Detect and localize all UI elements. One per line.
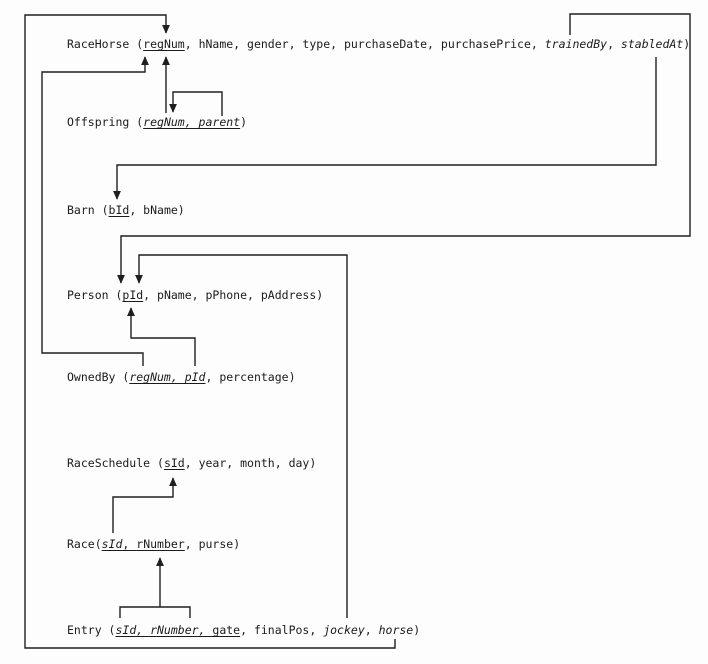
- relation-entry-segment: ,: [364, 623, 379, 637]
- relation-raceschedule-segment: , year, month, day): [184, 456, 317, 470]
- relation-ownedby-segment: , percentage): [205, 370, 296, 384]
- relation-person-segment: pId: [122, 288, 144, 302]
- relation-ownedby-segment: regNum, pId: [129, 370, 206, 384]
- relation-ownedby: OwnedBy (regNum, pId, percentage): [67, 370, 296, 385]
- relation-entry-segment: horse: [378, 623, 414, 637]
- relation-entry-segment: gate: [205, 623, 241, 637]
- relation-racehorse-segment: ,: [607, 37, 621, 51]
- relation-person-segment: , pName, pPhone, pAddress): [143, 288, 324, 302]
- relation-entry-segment: jockey: [323, 623, 365, 637]
- fk-ownedby-pid-to-person-pid: [126, 307, 196, 366]
- relation-racehorse-segment: trainedBy: [544, 37, 608, 51]
- relation-raceschedule-segment: sId: [163, 456, 185, 470]
- relation-barn-segment: , bName): [129, 203, 185, 217]
- relation-race-segment: rNumber: [136, 537, 185, 551]
- entry-composite-key-bracket: [119, 606, 191, 618]
- relation-raceschedule: RaceSchedule (sId, year, month, day): [67, 456, 316, 471]
- relation-person: Person (pId, pName, pPhone, pAddress): [67, 288, 323, 303]
- relation-racehorse-segment: regNum: [143, 37, 185, 51]
- relation-person-segment: Person (: [67, 288, 123, 302]
- relation-race-segment: , purse): [184, 537, 241, 551]
- relation-racehorse-segment: stabledAt: [620, 37, 684, 51]
- fk-ownedby-regnum-to-racehorse-regnum: [41, 56, 150, 366]
- relation-racehorse-segment: ): [683, 37, 691, 51]
- relation-barn-segment: bId: [108, 203, 130, 217]
- relation-offspring-segment: ): [240, 115, 248, 129]
- relation-barn: Barn (bId, bName): [67, 203, 185, 218]
- relation-entry-segment: Entry (: [67, 623, 116, 637]
- fk-entry-jockey-to-person-pid: [134, 254, 348, 618]
- fk-race-sid-to-raceschedule-sid: [112, 477, 178, 533]
- relation-ownedby-segment: OwnedBy (: [67, 370, 130, 384]
- relation-racehorse: RaceHorse (regNum, hName, gender, type, …: [67, 37, 690, 52]
- relation-race-segment: Race(: [67, 537, 102, 551]
- relation-offspring-segment: regNum, parent: [143, 115, 241, 129]
- fk-offspring-parent-to-offspring-regnum: [168, 91, 223, 116]
- relation-entry-segment: ): [413, 623, 421, 637]
- relation-offspring: Offspring (regNum, parent): [67, 115, 247, 130]
- relation-raceschedule-segment: RaceSchedule (: [67, 456, 164, 470]
- relation-race-segment: ,: [122, 537, 137, 551]
- relation-entry-segment: sId, rNumber,: [115, 623, 206, 637]
- fk-racehorse-trainedby-to-person-pid: [116, 13, 691, 284]
- fk-racehorse-stabledat-to-barn-bid: [112, 57, 657, 200]
- relation-barn-segment: Barn (: [67, 203, 109, 217]
- relation-race-segment: sId: [101, 537, 123, 551]
- relation-offspring-segment: Offspring (: [67, 115, 144, 129]
- fk-entry-horse-to-racehorse-regnum: [24, 14, 396, 649]
- relation-racehorse-segment: , hName, gender, type, purchaseDate, pur…: [184, 37, 545, 51]
- relation-entry-segment: , finalPos,: [240, 623, 324, 637]
- relation-entry: Entry (sId, rNumber, gate, finalPos, joc…: [67, 623, 420, 638]
- relation-race: Race(sId, rNumber, purse): [67, 537, 240, 552]
- relation-racehorse-segment: RaceHorse (: [67, 37, 144, 51]
